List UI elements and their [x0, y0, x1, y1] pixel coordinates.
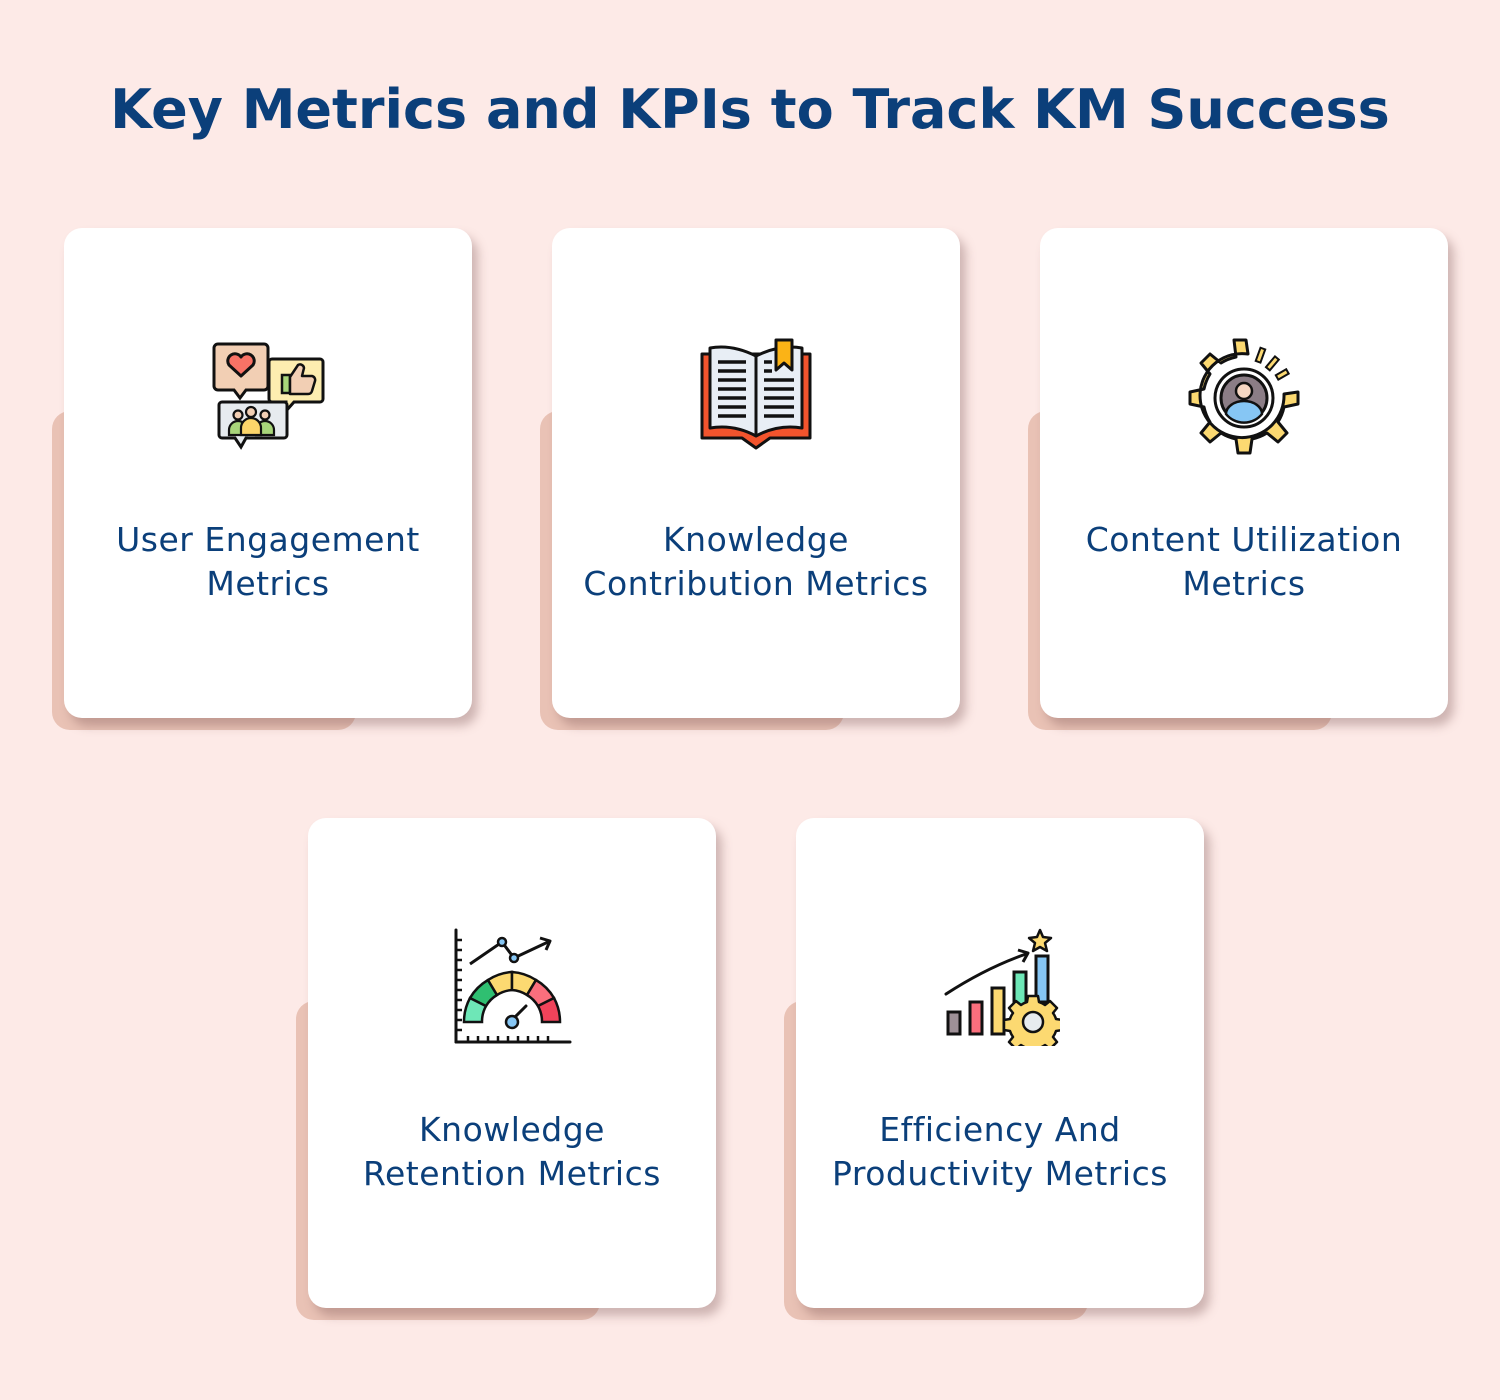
card-body: Efficiency And Productivity Metrics	[796, 818, 1204, 1308]
card-label-line2: Metrics	[206, 564, 330, 603]
card-label-line1: Knowledge	[419, 1110, 605, 1149]
card-label: Knowledge Contribution Metrics	[562, 518, 950, 606]
card-body: Knowledge Retention Metrics	[308, 818, 716, 1308]
card-body: Knowledge Contribution Metrics	[552, 228, 960, 718]
chat-bubbles-engagement-icon	[212, 342, 325, 450]
card-label-line1: User Engagement	[116, 520, 420, 559]
card-label-line2: Contribution Metrics	[583, 564, 929, 603]
card-label: Content Utilization Metrics	[1050, 518, 1438, 606]
metric-card-efficiency-productivity: Efficiency And Productivity Metrics	[784, 818, 1204, 1320]
metric-card-content-utilization: Content Utilization Metrics	[1028, 228, 1448, 730]
card-label-line2: Metrics	[1182, 564, 1306, 603]
card-body: Content Utilization Metrics	[1040, 228, 1448, 718]
card-label-line2: Productivity Metrics	[832, 1154, 1168, 1193]
metric-card-knowledge-contribution: Knowledge Contribution Metrics	[540, 228, 960, 730]
bar-chart-gear-star-icon	[944, 928, 1060, 1046]
metric-card-user-engagement: User Engagement Metrics	[52, 228, 472, 730]
card-label: User Engagement Metrics	[74, 518, 462, 606]
card-label-line1: Knowledge	[663, 520, 849, 559]
page-title: Key Metrics and KPIs to Track KM Success	[110, 78, 1390, 141]
card-label-line1: Efficiency And	[879, 1110, 1121, 1149]
card-label: Efficiency And Productivity Metrics	[806, 1108, 1194, 1196]
metric-card-knowledge-retention: Knowledge Retention Metrics	[296, 818, 716, 1320]
card-label-line2: Retention Metrics	[363, 1154, 661, 1193]
gear-user-icon	[1188, 338, 1300, 455]
open-book-bookmark-icon	[700, 338, 812, 450]
gauge-chart-icon	[454, 928, 572, 1044]
card-body: User Engagement Metrics	[64, 228, 472, 718]
card-label-line1: Content Utilization	[1085, 520, 1403, 559]
card-label: Knowledge Retention Metrics	[318, 1108, 706, 1196]
